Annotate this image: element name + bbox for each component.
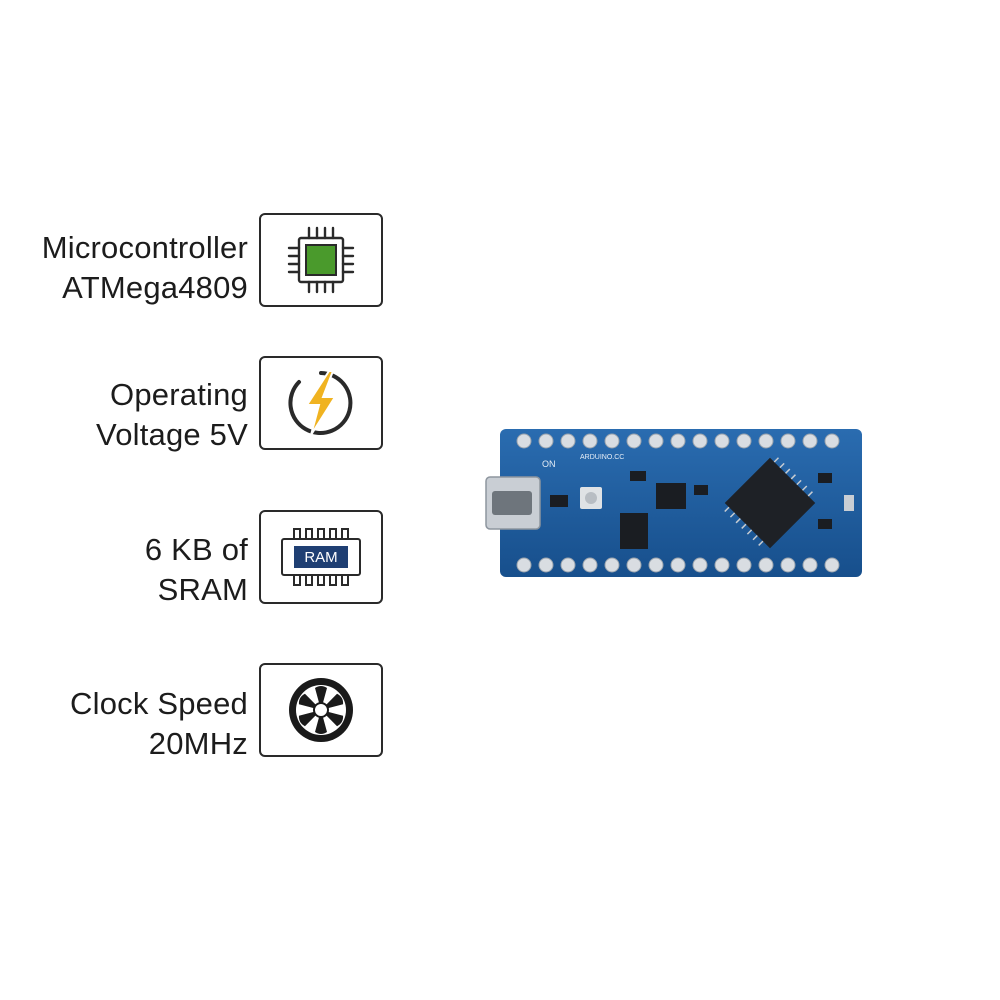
feature-voltage-line2: Voltage 5V — [96, 417, 248, 452]
board-silkscreen-brand: ARDUINO.CC — [580, 454, 624, 461]
feature-clock-line1: Clock Speed — [70, 686, 248, 721]
feature-voltage-box — [259, 356, 383, 450]
feature-clock-line2: 20MHz — [148, 726, 248, 761]
feature-microcontroller-line2: ATMega4809 — [62, 270, 248, 305]
feature-voltage-label: Operating Voltage 5V — [18, 375, 248, 455]
ram-chip-icon: RAM — [281, 528, 361, 586]
feature-sram-label: 6 KB of SRAM — [18, 530, 248, 610]
microchip-icon — [287, 226, 355, 294]
feature-sram-line2: SRAM — [157, 572, 248, 607]
feature-clock-label: Clock Speed 20MHz — [18, 684, 248, 764]
board-silkscreen-on: ON — [542, 459, 556, 469]
ram-chip-label: RAM — [304, 549, 337, 566]
feature-clock-box — [259, 663, 383, 757]
fan-icon — [289, 678, 353, 742]
lightning-bolt-icon — [288, 370, 353, 436]
feature-microcontroller-line1: Microcontroller — [41, 230, 248, 265]
feature-voltage-line1: Operating — [110, 377, 248, 412]
feature-microcontroller-label: Microcontroller ATMega4809 — [18, 228, 248, 308]
arduino-nano-every-board: ON ARDUINO.CC — [480, 415, 870, 595]
feature-sram-box: RAM — [259, 510, 383, 604]
feature-microcontroller-box — [259, 213, 383, 307]
feature-sram-line1: 6 KB of — [144, 532, 248, 567]
